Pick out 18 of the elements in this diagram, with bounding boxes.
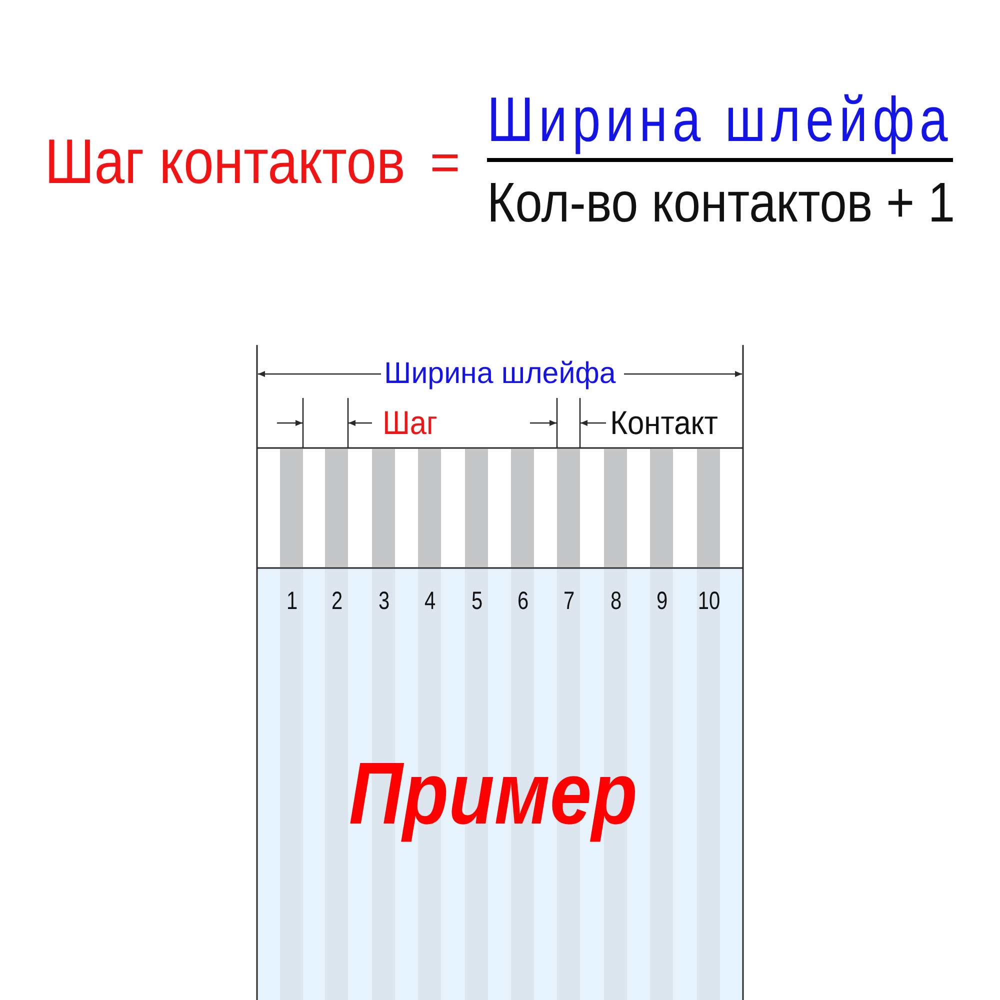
sample-overlay-text: Пример (348, 742, 638, 844)
contact-number: 10 (697, 586, 720, 616)
dimension-label: Шаг (382, 403, 438, 443)
contact-number: 4 (424, 586, 436, 616)
dimension-label: Ширина шлейфа (384, 356, 616, 392)
formula-term: Шаг контактов (44, 126, 406, 200)
contact-number: 3 (378, 586, 390, 616)
contact-number: 9 (656, 586, 668, 616)
dimension-label: Контакт (610, 403, 718, 443)
contact-number: 7 (562, 586, 574, 616)
contact-number: 2 (330, 586, 342, 616)
contact-number: 5 (470, 586, 482, 616)
contact-number: 8 (610, 586, 622, 616)
equals-sign: = (430, 132, 460, 194)
formula-numerator: Ширина шлейфа (487, 84, 953, 158)
contact-number: 1 (286, 586, 298, 616)
formula-denominator: Кол-во контактов + 1 (486, 169, 956, 236)
contact-number: 6 (516, 586, 528, 616)
